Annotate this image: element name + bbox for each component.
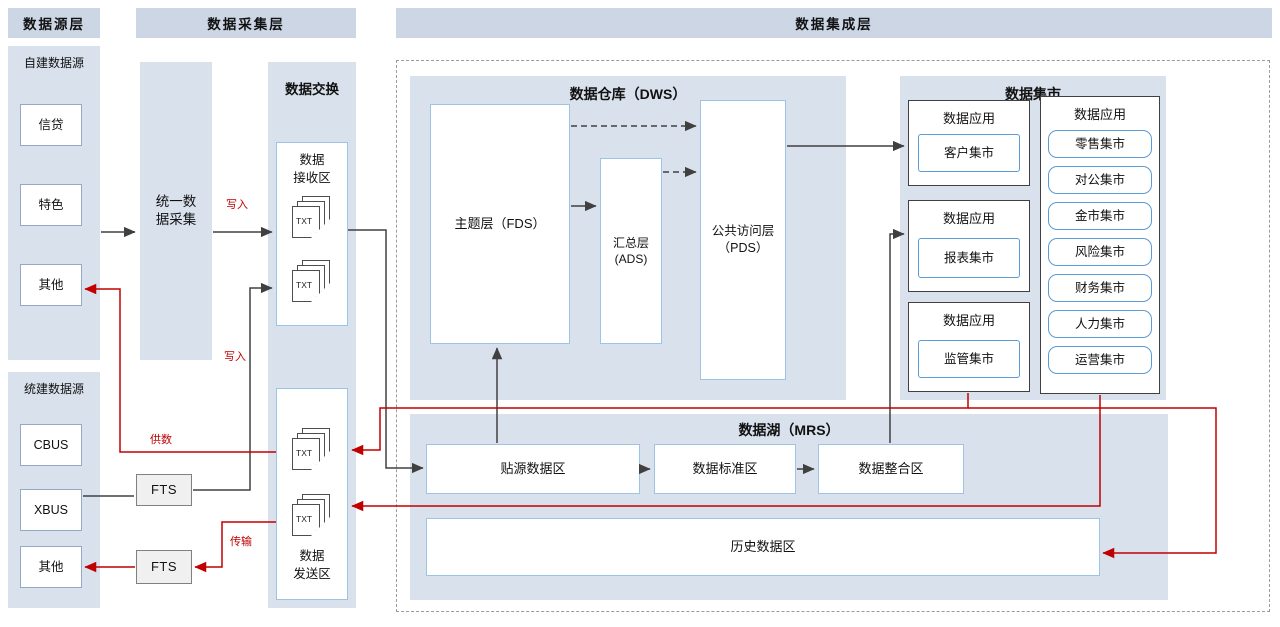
box-unified-data-collection: 统一数 据采集 — [140, 62, 212, 360]
mart-finance: 财务集市 — [1048, 274, 1152, 302]
box-history-data-zone: 历史数据区 — [426, 518, 1100, 576]
box-source-data-zone: 贴源数据区 — [426, 444, 640, 494]
mart-app-label-2: 数据应用 — [942, 211, 995, 226]
receive-zone-label: 数据 接收区 — [276, 152, 348, 187]
edge-label-write-1: 写入 — [226, 199, 248, 211]
mart-operations: 运营集市 — [1048, 346, 1152, 374]
txt-file-icon: TXT — [292, 504, 320, 536]
summary-layer-line1: 汇总层 — [612, 235, 649, 250]
box-other-self-source: 其他 — [20, 264, 82, 306]
public-access-line2: （PDS） — [717, 241, 769, 255]
txt-file-icon: TXT — [292, 270, 320, 302]
data-warehouse-title: 数据仓库（DWS） — [569, 86, 687, 102]
mart-retail: 零售集市 — [1048, 130, 1152, 158]
edge-label-write-2: 写入 — [224, 351, 246, 363]
mart-app-label-4: 数据应用 — [1073, 107, 1126, 122]
data-exchange-title: 数据交换 — [285, 82, 339, 97]
box-summary-layer-ads: 汇总层 (ADS) — [600, 158, 662, 344]
txt-file-stack-receive-1: TXT — [292, 196, 330, 239]
txt-label: TXT — [296, 280, 313, 290]
box-cbus-source: CBUS — [20, 424, 82, 466]
mart-hr: 人力集市 — [1048, 310, 1152, 338]
send-zone-line1: 数据 — [299, 549, 325, 563]
mart-report: 报表集市 — [918, 238, 1020, 278]
box-subject-layer-fds: 主题层（FDS） — [430, 104, 570, 344]
edge-label-supply: 供数 — [150, 434, 172, 446]
txt-label: TXT — [296, 216, 313, 226]
txt-label: TXT — [296, 448, 313, 458]
receive-zone-line2: 接收区 — [293, 170, 331, 185]
txt-label: TXT — [296, 514, 313, 524]
txt-file-stack-send-1: TXT — [292, 428, 330, 471]
box-integration-data-zone: 数据整合区 — [818, 444, 964, 494]
summary-layer-line2: (ADS) — [614, 252, 648, 266]
mart-risk: 风险集市 — [1048, 238, 1152, 266]
mart-customer: 客户集市 — [918, 134, 1020, 172]
box-other-unified-source: 其他 — [20, 546, 82, 588]
mart-treasury: 金市集市 — [1048, 202, 1152, 230]
mart-corporate: 对公集市 — [1048, 166, 1152, 194]
mart-regulatory: 监管集市 — [918, 340, 1020, 378]
unified-sources-title: 统建数据源 — [23, 382, 84, 396]
unified-collection-line2: 据采集 — [155, 212, 197, 227]
send-zone-label: 数据 发送区 — [276, 548, 348, 583]
box-special-source: 特色 — [20, 184, 82, 226]
header-data-source-layer: 数据源层 — [8, 8, 100, 38]
send-zone-line2: 发送区 — [293, 566, 331, 581]
header-data-collection-layer: 数据采集层 — [136, 8, 356, 38]
mart-app-label-1: 数据应用 — [942, 111, 995, 126]
header-data-integration-layer: 数据集成层 — [396, 8, 1272, 38]
txt-file-stack-receive-2: TXT — [292, 260, 330, 303]
fts-box-2: FTS — [136, 550, 192, 584]
public-access-line1: 公共访问层 — [711, 224, 775, 239]
box-xbus-source: XBUS — [20, 489, 82, 531]
edge-label-transfer: 传输 — [230, 536, 252, 548]
box-standard-data-zone: 数据标准区 — [654, 444, 796, 494]
receive-zone-line1: 数据 — [299, 153, 325, 167]
txt-file-icon: TXT — [292, 438, 320, 470]
unified-collection-line1: 统一数 — [155, 193, 197, 209]
self-built-sources-title: 自建数据源 — [23, 56, 84, 70]
txt-file-icon: TXT — [292, 206, 320, 238]
txt-file-stack-send-2: TXT — [292, 494, 330, 537]
box-credit-source: 信贷 — [20, 104, 82, 146]
box-public-access-layer-pds: 公共访问层 （PDS） — [700, 100, 786, 380]
data-lake-title: 数据湖（MRS） — [738, 422, 840, 438]
mart-app-label-3: 数据应用 — [942, 313, 995, 328]
fts-box-1: FTS — [136, 474, 192, 506]
